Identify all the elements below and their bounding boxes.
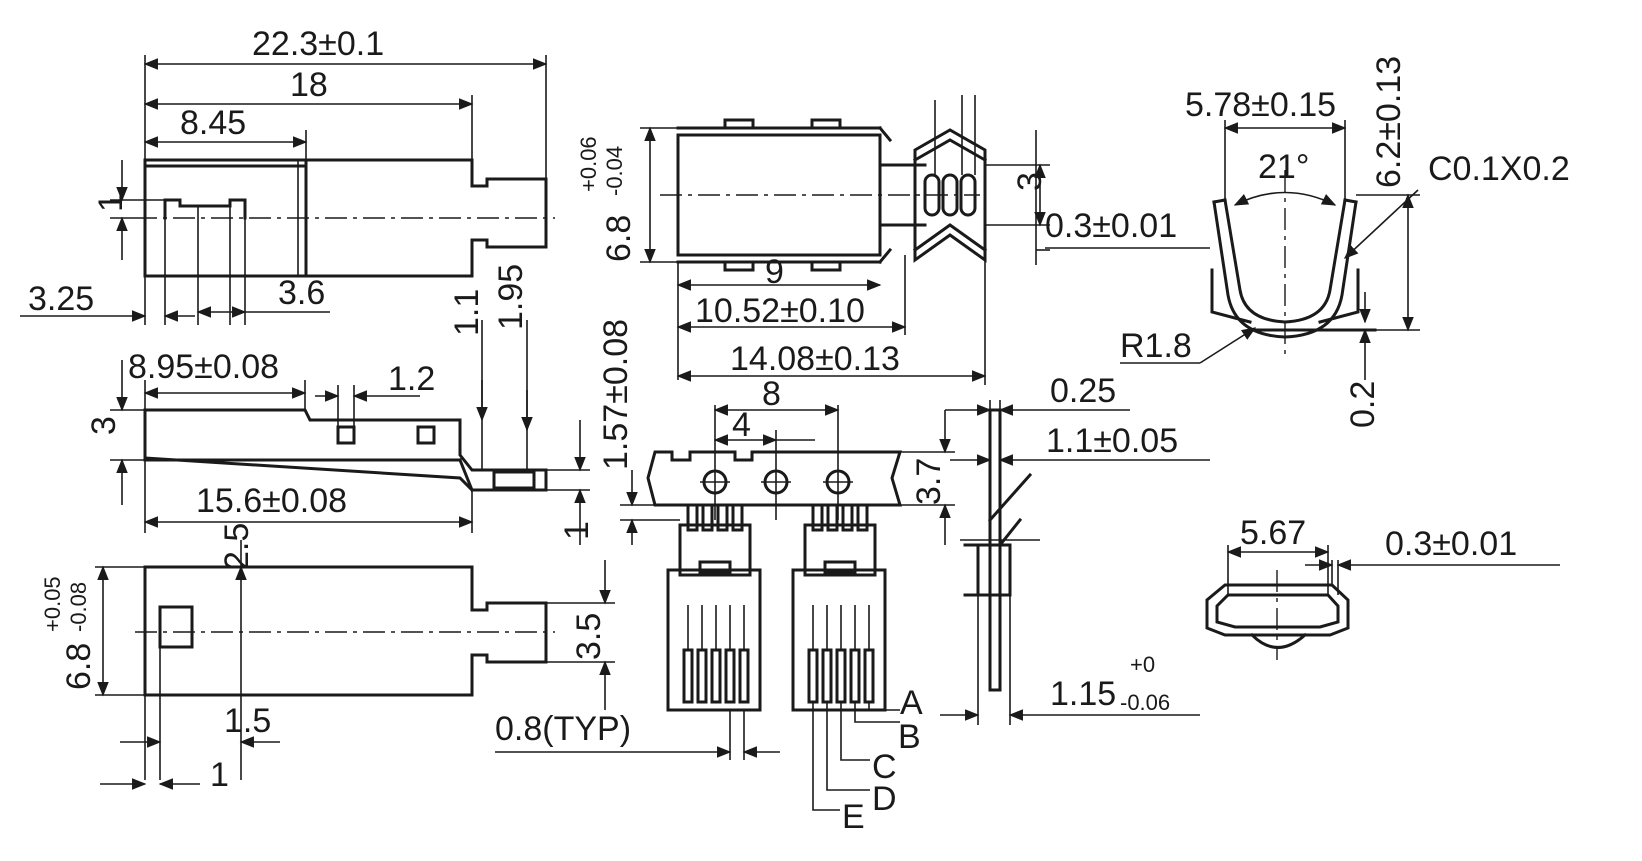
- pcb-outline: [646, 450, 903, 507]
- dim-1-57: 1.57±0.08: [597, 319, 635, 470]
- dim-8-45: 8.45: [180, 104, 246, 142]
- dim-0-3-small: 0.3±0.01: [1385, 525, 1517, 563]
- pin-label-e: E: [842, 798, 865, 836]
- dim-1-95: 1.95: [492, 264, 530, 330]
- dim-18: 18: [290, 66, 328, 104]
- pin-group-right: [791, 503, 887, 712]
- dim-0-25: 0.25: [1050, 372, 1116, 410]
- dim-21-deg: 21°: [1258, 148, 1309, 186]
- dim-22-3: 22.3±0.1: [252, 25, 384, 63]
- plan-cutout: [163, 198, 247, 220]
- dim-1-1: 1.1: [448, 289, 486, 336]
- side-outline: [143, 408, 548, 492]
- dim-4: 4: [732, 406, 751, 444]
- dim-6-8-bottom-upper: +0.05: [40, 576, 65, 632]
- edge-view: 0.25 1.1±0.05 1.15 +0 -0.06: [940, 372, 1210, 725]
- dim-0-3-top: 0.3±0.01: [1045, 207, 1177, 245]
- dim-r1-8: R1.8: [1120, 327, 1192, 365]
- dim-6-8-bottom-lower: -0.08: [66, 582, 91, 632]
- dim-1-side: 1: [558, 521, 596, 540]
- dim-1-bottom: 1: [210, 756, 229, 794]
- pin-label-c: C: [872, 748, 897, 786]
- small-end-view: 5.67 0.3±0.01: [1205, 514, 1560, 660]
- dim-14-08: 14.08±0.13: [730, 340, 900, 378]
- dim-c0-1x0-2: C0.1X0.2: [1428, 150, 1570, 188]
- dim-1-5: 1.5: [224, 702, 271, 740]
- dim-9: 9: [765, 253, 784, 291]
- dim-10-52: 10.52±0.10: [695, 292, 865, 330]
- pin-label-d: D: [872, 780, 897, 818]
- dim-6-8-top: 6.8: [600, 215, 638, 262]
- dim-3-7: 3.7: [910, 458, 948, 505]
- plan-view: 22.3±0.1 18 8.45 1 3.25 3.6: [20, 25, 555, 325]
- pin-group-left: [666, 503, 762, 712]
- dim-6-8-bottom: 6.8: [60, 643, 98, 690]
- dim-1-1-edge: 1.1±0.05: [1046, 422, 1178, 460]
- dim-3-top: 3: [1011, 172, 1049, 191]
- housing-outline: [676, 133, 882, 257]
- front-view: 5.78±0.15 21° 6.2±0.13 C0.1X0.2 R1.8 0.2: [1120, 56, 1570, 428]
- dim-2-5: 2.5: [218, 523, 256, 570]
- top-center-view: 6.8 +0.06 -0.04 9 10.52±0.10 14.08±0.13 …: [576, 95, 1210, 385]
- pin-label-a: A: [900, 684, 923, 722]
- dim-1-top: 1: [92, 193, 130, 212]
- dim-3-5: 3.5: [570, 613, 608, 660]
- dim-6-8-top-upper: +0.06: [576, 136, 601, 192]
- bottom-view: 2.5 6.8 +0.05 -0.08 3.5 1.5 1: [40, 523, 615, 794]
- dim-1-2: 1.2: [388, 360, 435, 398]
- dim-6-2: 6.2±0.13: [1370, 56, 1408, 188]
- dim-5-78: 5.78±0.15: [1185, 86, 1336, 124]
- dim-1-15-upper: +0: [1130, 652, 1155, 677]
- dim-1-15: 1.15: [1050, 675, 1116, 713]
- plan-outline: [143, 158, 548, 278]
- bottom-outline: [143, 565, 548, 697]
- dim-0-2: 0.2: [1344, 381, 1382, 428]
- pin-label-b: B: [898, 718, 921, 756]
- dim-6-8-top-lower: -0.04: [602, 146, 627, 196]
- dim-3-6: 3.6: [278, 274, 325, 312]
- side-view: 8.95±0.08 1.2 1.1 1.95 3 15.6±0.08 1: [85, 264, 596, 545]
- dim-8: 8: [762, 375, 781, 413]
- pcb-view: 1.57±0.08 8 4 3.7 0.8(TYP) A B C D E: [495, 319, 955, 836]
- dim-0-8-typ: 0.8(TYP): [495, 710, 631, 748]
- dim-5-67: 5.67: [1240, 514, 1306, 552]
- dim-15-6: 15.6±0.08: [196, 482, 347, 520]
- dim-3-side: 3: [85, 416, 123, 435]
- dim-1-15-lower: -0.06: [1120, 690, 1170, 715]
- dim-3-25: 3.25: [28, 280, 94, 318]
- dim-8-95: 8.95±0.08: [128, 348, 279, 386]
